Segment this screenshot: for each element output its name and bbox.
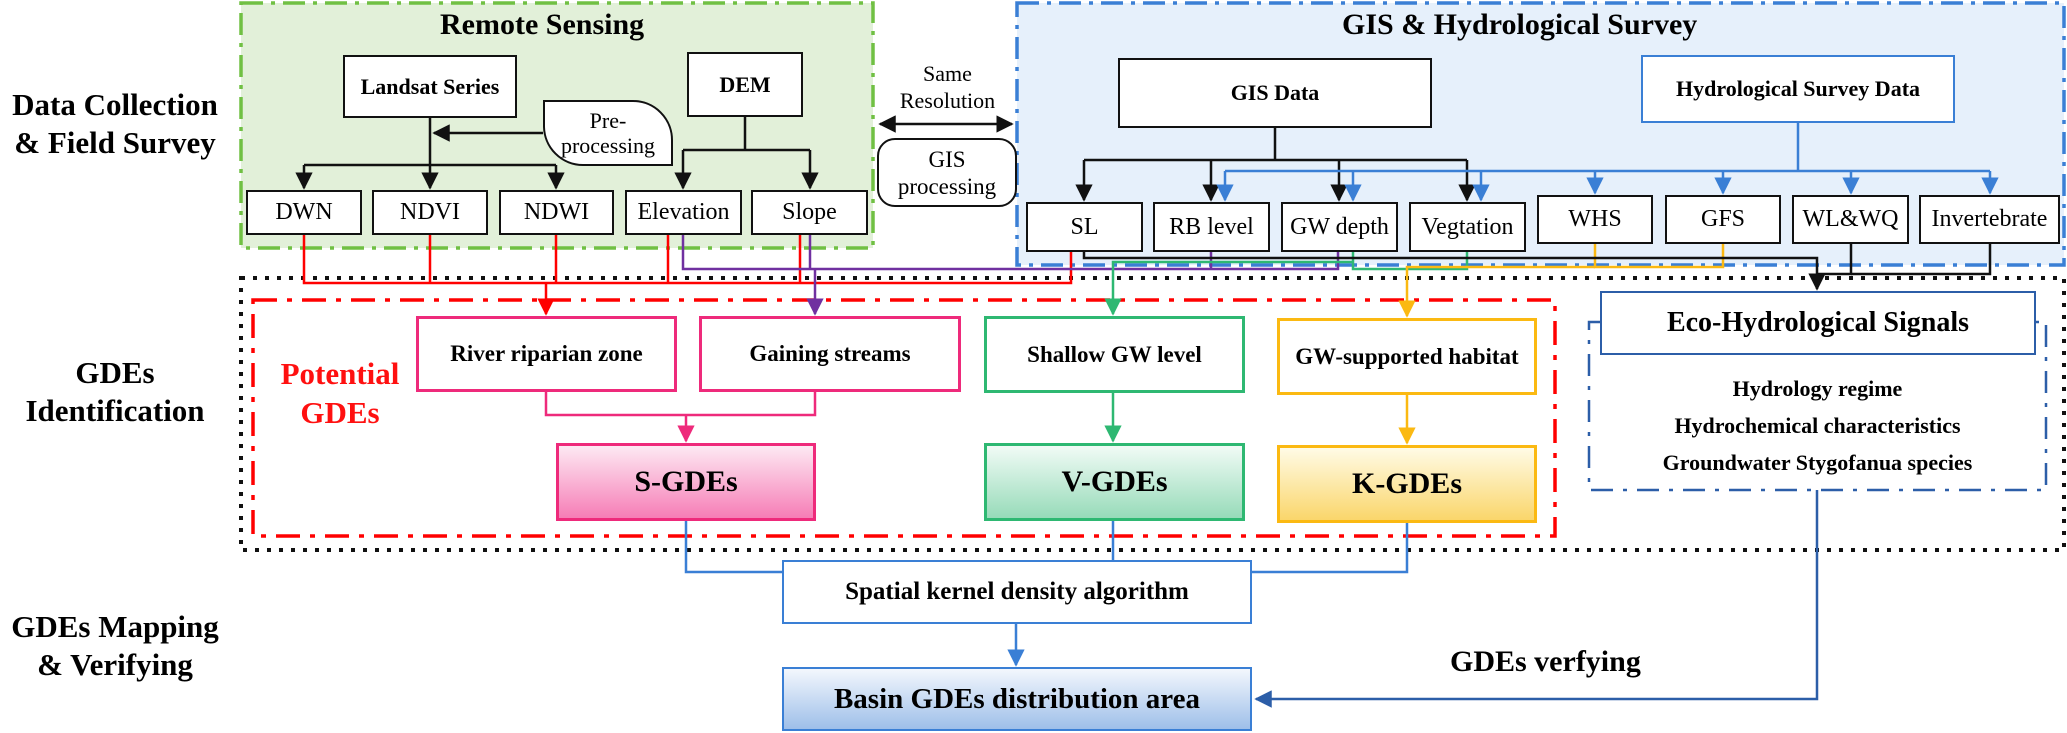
gdes-verifying-label: GDEs verfying [1450,645,1641,678]
orange-wires [1398,244,1725,318]
gis-data-wires [1075,128,1476,202]
rb-level-box[interactable]: RB level [1153,202,1270,252]
purple-wires [681,235,1340,316]
elevation-box[interactable]: Elevation [625,190,742,235]
verify-wire [1254,490,1819,708]
identification-panel [239,276,2066,552]
river-riparian-zone-box[interactable]: River riparian zone [416,316,677,392]
landsat-series-box[interactable]: Landsat Series [343,55,517,118]
v-gdes-box[interactable]: V-GDEs [984,443,1245,521]
eco-signal-item: Groundwater Stygofanua species [1662,450,1973,475]
row-label-mapping: GDEs Mapping & Verifying [0,608,230,684]
red-wires [302,235,1073,316]
spatial-kernel-density-box[interactable]: Spatial kernel density algorithm [782,560,1252,624]
green-wires [1104,252,1469,316]
preprocessing-line: Pre- [589,108,627,133]
gis-data-box[interactable]: GIS Data [1118,58,1432,128]
hydrological-survey-data-box[interactable]: Hydrological Survey Data [1641,55,1955,123]
identification-wires [544,392,1416,445]
gw-supported-habitat-box[interactable]: GW-supported habitat [1277,318,1537,395]
remote-sensing-wires [295,115,1014,190]
shallow-gw-level-box[interactable]: Shallow GW level [984,316,1245,393]
row-label-line: & Field Survey [14,125,216,160]
slope-box[interactable]: Slope [751,190,868,235]
potential-gdes-label: Potential GDEs [265,354,415,432]
potential-line: Potential [280,356,400,391]
gis-processing-box[interactable]: GIS processing [877,138,1017,207]
gw-depth-box[interactable]: GW depth [1281,202,1398,252]
eco-signal-item: Hydrology regime [1732,376,1903,401]
same-resolution-line: Same [923,61,972,86]
preprocessing-box[interactable]: Pre- processing [543,100,673,166]
eco-hydrological-signals-box[interactable]: Eco-Hydrological Signals [1600,291,2036,355]
gaining-streams-box[interactable]: Gaining streams [699,316,961,392]
invertebrate-box[interactable]: Invertebrate [1919,195,2060,244]
gis-processing-line: GIS [928,146,966,172]
sl-box[interactable]: SL [1026,202,1143,252]
dem-box[interactable]: DEM [687,52,803,117]
potential-line: GDEs [300,395,380,430]
dwn-box[interactable]: DWN [246,190,362,235]
row-label-line: Data Collection [12,87,218,122]
eco-signal-list: Hydrology regime Hydrochemical character… [1589,370,2046,481]
vegetation-box[interactable]: Vegtation [1409,202,1526,252]
k-gdes-box[interactable]: K-GDEs [1277,445,1537,523]
row-label-line: Identification [25,393,205,428]
potential-gdes-panel [251,298,1557,538]
row-label-data-collection: Data Collection & Field Survey [0,86,230,162]
eco-signals-panel [1587,320,2048,492]
gis-processing-line: processing [897,173,997,199]
remote-sensing-title: Remote Sensing [440,8,645,41]
same-resolution-line: Resolution [899,88,996,113]
s-gdes-box[interactable]: S-GDEs [556,443,816,521]
ndwi-box[interactable]: NDWI [499,190,614,235]
gfs-box[interactable]: GFS [1665,195,1781,244]
row-label-line: & Verifying [37,647,193,682]
ndvi-box[interactable]: NDVI [372,190,488,235]
row-label-identification: GDEs Identification [0,354,230,430]
black-eco-wires [1082,244,1992,291]
eco-signal-item: Hydrochemical characteristics [1674,413,1961,438]
preprocessing-line: processing [560,133,656,158]
wl-wq-box[interactable]: WL&WQ [1792,195,1909,244]
gis-survey-title: GIS & Hydrological Survey [1342,8,1698,41]
same-resolution-label: Same Resolution [885,60,1010,114]
row-label-line: GDEs [75,355,155,390]
whs-box[interactable]: WHS [1537,195,1653,244]
row-label-line: GDEs Mapping [11,609,219,644]
hydro-survey-wires [1216,123,1999,202]
basin-gdes-distribution-box[interactable]: Basin GDEs distribution area [782,667,1252,731]
